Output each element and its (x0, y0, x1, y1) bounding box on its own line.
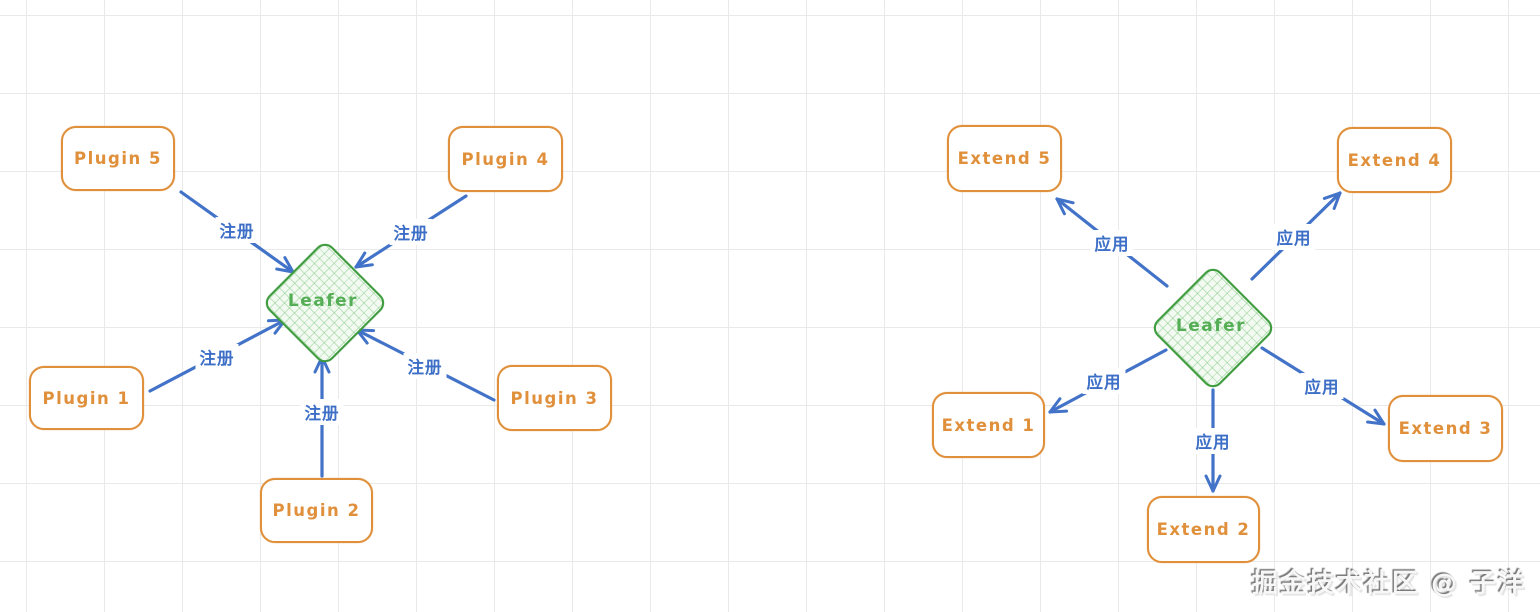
node-extend-1: Extend 1 (932, 392, 1045, 458)
node-label: Extend 1 (941, 415, 1036, 435)
node-label: Plugin 1 (42, 388, 131, 408)
node-extend-3: Extend 3 (1388, 395, 1503, 462)
node-label: Leafer (1175, 316, 1247, 336)
node-label: Extend 5 (957, 149, 1052, 168)
node-plugin-2: Plugin 2 (260, 478, 373, 543)
node-leafer-left: Leafer (261, 239, 389, 367)
node-label: Plugin 5 (74, 149, 162, 168)
node-label: Extend 3 (1398, 419, 1493, 438)
node-extend-5: Extend 5 (947, 125, 1062, 192)
edge-label: 应用 (1082, 368, 1126, 394)
edge-label: 注册 (389, 219, 433, 245)
node-plugin-5: Plugin 5 (61, 126, 175, 191)
node-extend-2: Extend 2 (1147, 496, 1260, 563)
edge-label: 应用 (1090, 230, 1134, 256)
edge-label: 应用 (1272, 224, 1316, 250)
node-label: Plugin 3 (510, 388, 599, 408)
watermark: 掘金技术社区 @ 子洋 (1251, 569, 1526, 599)
node-plugin-3: Plugin 3 (497, 365, 612, 431)
edge-label: 应用 (1300, 373, 1344, 399)
edge-label: 注册 (195, 344, 239, 370)
node-extend-4: Extend 4 (1337, 127, 1452, 193)
node-label: Extend 2 (1156, 520, 1251, 539)
edge-label: 应用 (1191, 428, 1235, 454)
edge-label: 注册 (300, 399, 344, 425)
node-label: Leafer (287, 291, 359, 311)
node-label: Plugin 4 (461, 149, 550, 169)
node-label: Extend 4 (1347, 150, 1442, 170)
node-plugin-4: Plugin 4 (448, 126, 563, 192)
node-leafer-right: Leafer (1149, 264, 1277, 392)
node-plugin-1: Plugin 1 (29, 366, 144, 430)
edge-label: 注册 (215, 217, 259, 243)
node-label: Plugin 2 (272, 501, 361, 520)
edge-label: 注册 (403, 353, 447, 379)
